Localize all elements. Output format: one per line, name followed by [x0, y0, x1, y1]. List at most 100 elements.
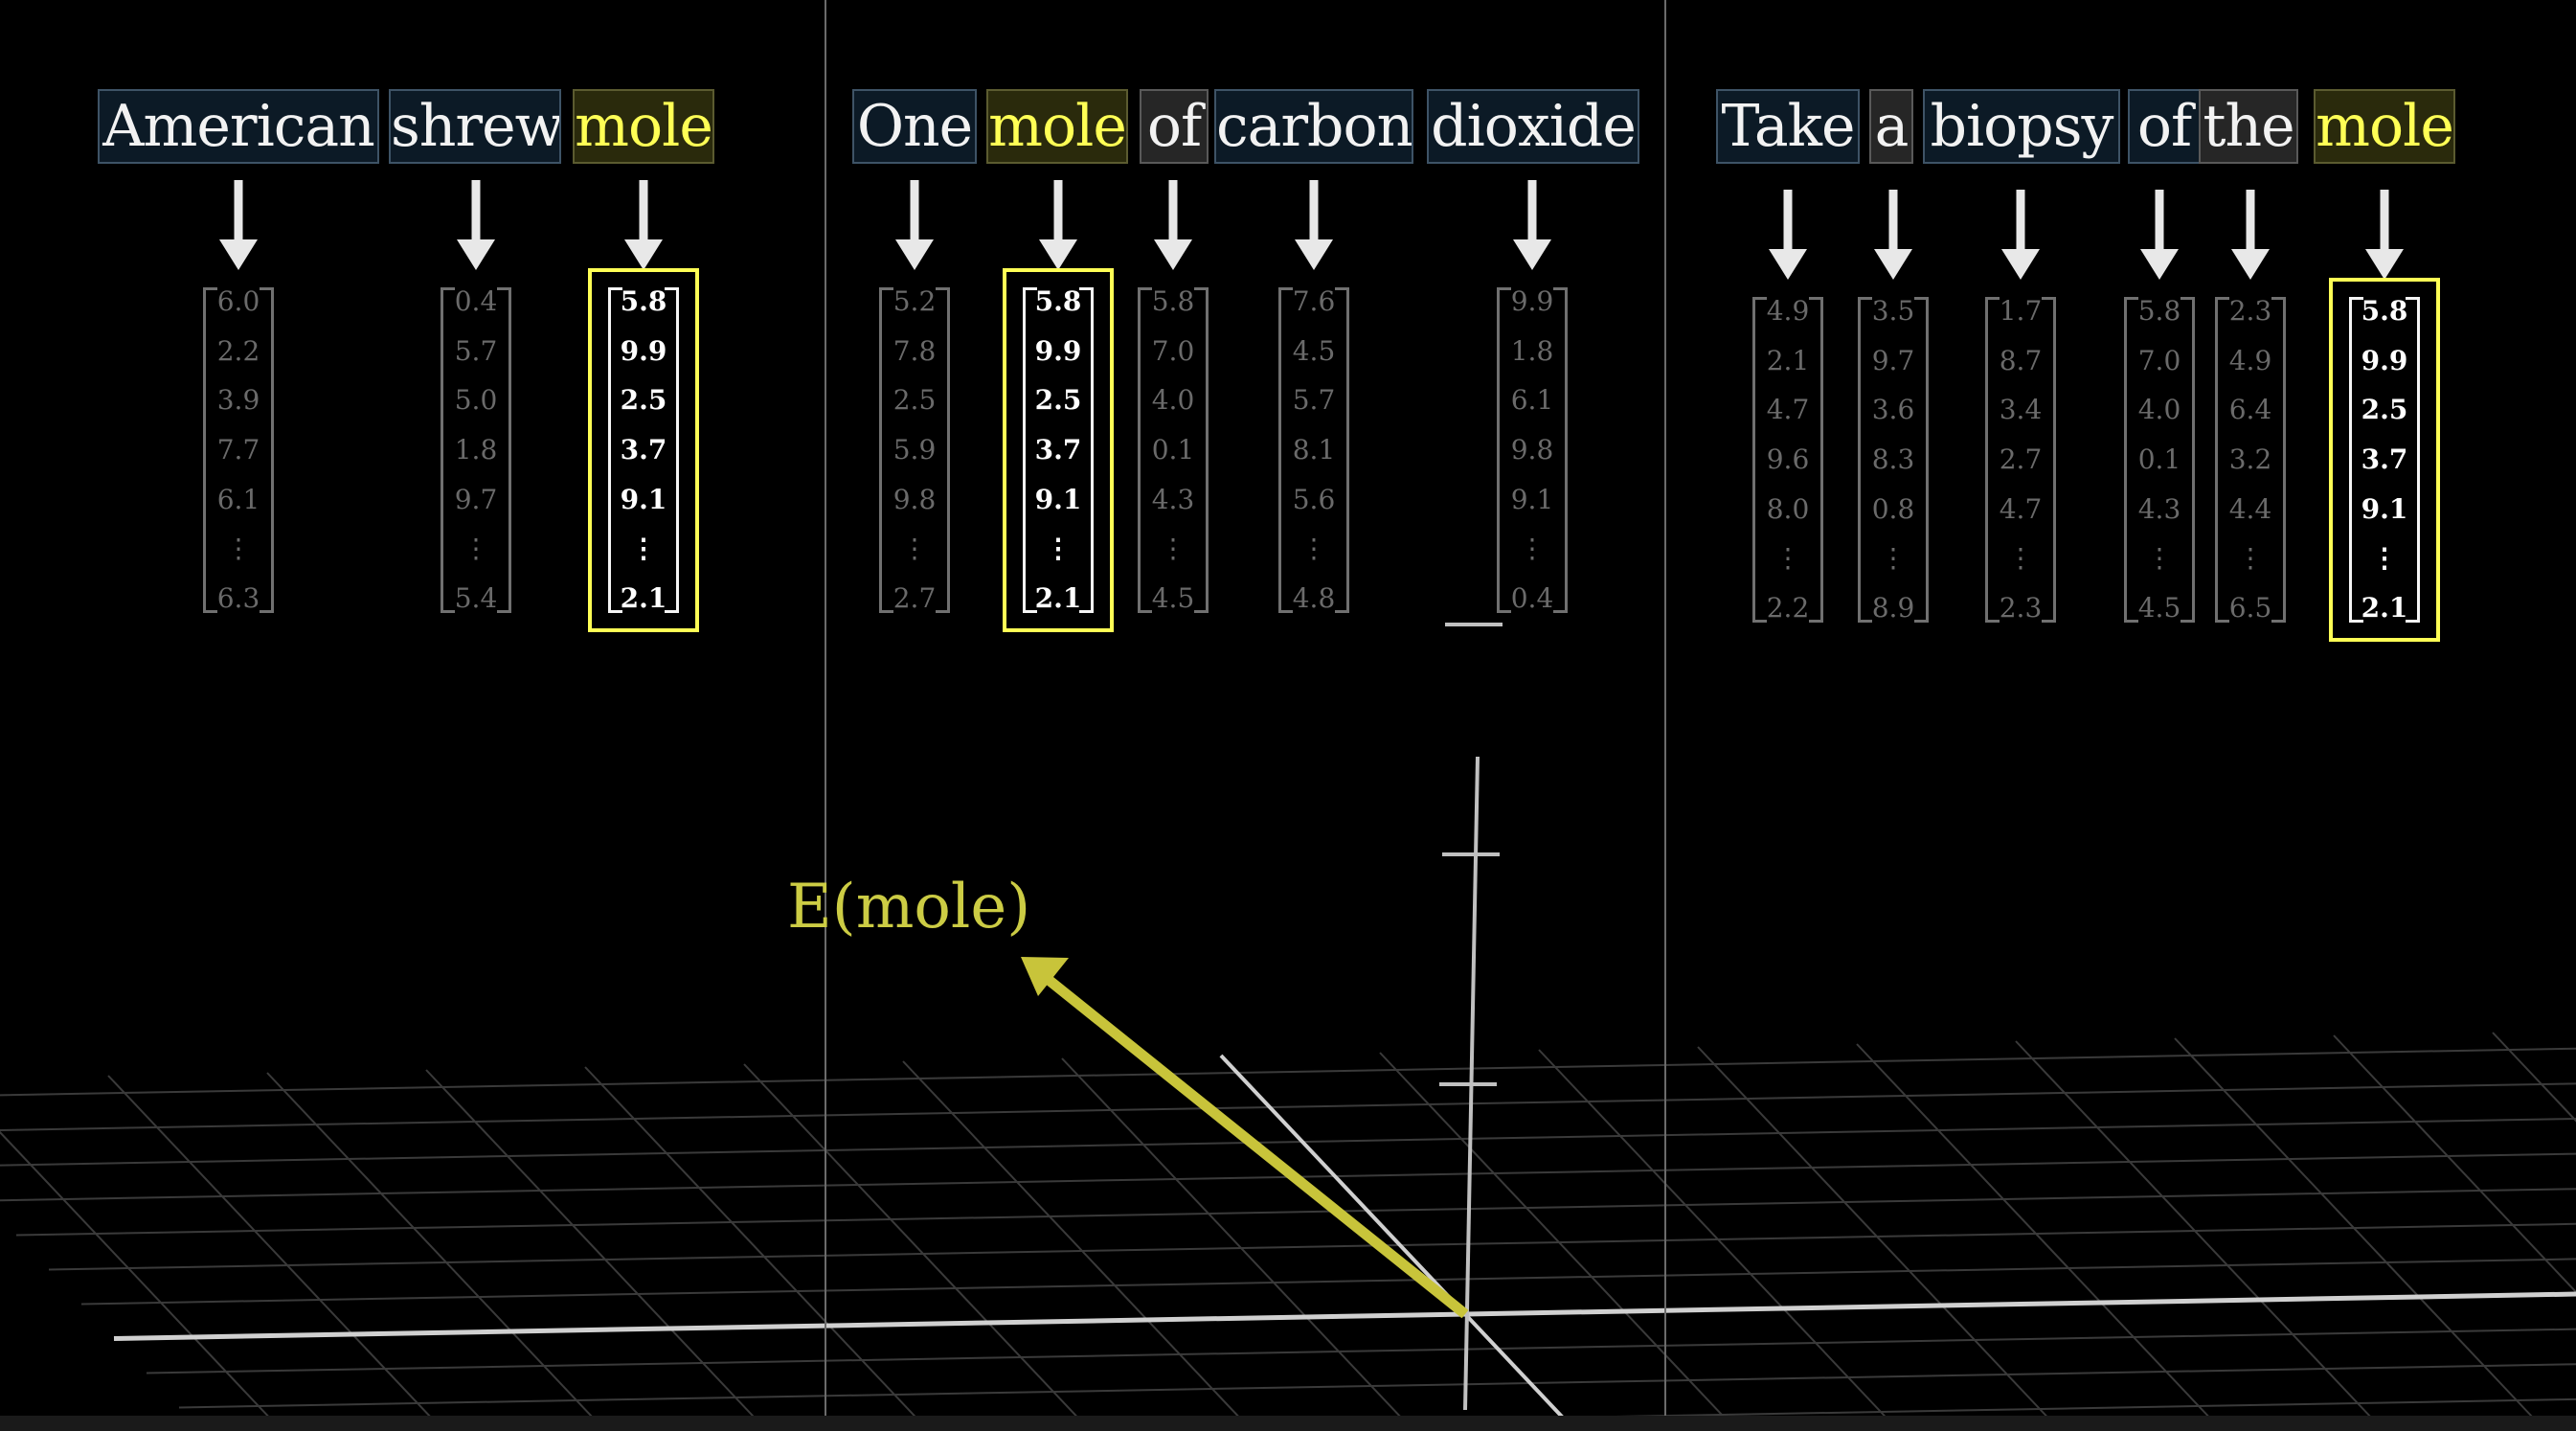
vector-entry: 5.8 [1034, 285, 1082, 317]
token-arrow [1039, 180, 1077, 270]
embedding-label: E(mole) [787, 872, 1031, 943]
grid-line [425, 1069, 769, 1431]
token-arrow [1769, 190, 1807, 280]
vector-entry: ⋮ [225, 533, 252, 564]
vector-entry: 5.9 [893, 434, 937, 466]
bracket-left [1497, 287, 1511, 613]
vector-entry: 6.3 [216, 582, 260, 614]
token-of: of [1140, 89, 1209, 164]
token-arrow [2365, 190, 2404, 280]
token-american: American [98, 89, 379, 164]
vector-entry: ⋮ [2371, 542, 2398, 574]
vector-entry: 5.8 [2137, 295, 2181, 327]
vector-entry: 9.9 [620, 335, 667, 367]
grid-line [743, 1063, 1093, 1431]
vector-entry: 4.3 [1151, 484, 1195, 515]
grid-line [1061, 1057, 1415, 1431]
bottom-bar [0, 1416, 2576, 1431]
bracket-right [2406, 297, 2420, 623]
vector-entry: 7.8 [893, 335, 937, 367]
bracket-right [1079, 287, 1094, 613]
vector-entry: 4.0 [1151, 384, 1195, 416]
bracket-left [1985, 297, 2000, 623]
bracket-right [1335, 287, 1349, 613]
vector-entry: 5.7 [454, 335, 498, 367]
vector-entry: 5.2 [893, 285, 937, 317]
vector-entry: 3.2 [2228, 443, 2272, 475]
bracket-right [1914, 297, 1929, 623]
vector-entry: 9.1 [1510, 484, 1554, 515]
vector-entry: 8.1 [1292, 434, 1336, 466]
vector-entry: ⋮ [1045, 533, 1072, 564]
vector-entry: 4.5 [1151, 582, 1195, 614]
grid-line [1697, 1046, 2057, 1427]
vector-entry: 9.1 [620, 484, 667, 515]
vector-entry: 0.4 [1510, 582, 1554, 614]
vector-entry: 9.7 [1871, 345, 1915, 376]
vector-entry: 3.9 [216, 384, 260, 416]
token-a: a [1869, 89, 1913, 164]
token-dioxide: dioxide [1427, 89, 1639, 164]
vector-entry: ⋮ [463, 533, 489, 564]
bracket-left [203, 287, 217, 613]
vector-entry: 4.8 [1292, 582, 1336, 614]
bracket-right [497, 287, 511, 613]
vector-entry: 5.4 [454, 582, 498, 614]
bracket-left [1752, 297, 1767, 623]
vector-entry: ⋮ [2146, 542, 2173, 574]
token-the: the [2199, 89, 2298, 164]
vector-entry: 4.5 [1292, 335, 1336, 367]
bracket-right [2271, 297, 2286, 623]
vector-entry: 8.9 [1871, 592, 1915, 624]
vector-entry: 8.3 [1871, 443, 1915, 475]
vector-entry: 9.8 [1510, 434, 1554, 466]
bracket-right [1553, 287, 1568, 613]
grid-line [2174, 1037, 2534, 1419]
token-arrow [1154, 180, 1192, 270]
grid-line [0, 1130, 283, 1431]
vector-entry: 6.5 [2228, 592, 2272, 624]
token-arrow [624, 180, 663, 270]
vector-entry: 7.7 [216, 434, 260, 466]
token-take: Take [1716, 89, 1860, 164]
vector-entry: 7.6 [1292, 285, 1336, 317]
vector-entry: 9.6 [1766, 443, 1810, 475]
vector-entry: ⋮ [901, 533, 928, 564]
vector-entry: 2.7 [893, 582, 937, 614]
token-arrow [895, 180, 934, 270]
grid-line [266, 1072, 607, 1431]
vector-entry: 5.8 [2361, 295, 2408, 327]
vector-entry: 5.8 [620, 285, 667, 317]
selected-vector-highlight-box [2329, 278, 2440, 642]
vector-entry: ⋮ [630, 533, 657, 564]
token-arrow [457, 180, 495, 270]
vector-entry: 3.6 [1871, 394, 1915, 425]
vector-entry: 2.5 [2361, 394, 2408, 425]
vector-entry: 2.1 [1766, 345, 1810, 376]
bracket-left [2215, 297, 2229, 623]
vector-entry: 2.5 [1034, 384, 1082, 416]
vector-entry: 2.5 [893, 384, 937, 416]
vector-entry: 3.4 [1999, 394, 2043, 425]
vector-entry: 4.9 [1766, 295, 1810, 327]
token-biopsy: biopsy [1923, 89, 2120, 164]
vector-entry: 5.0 [454, 384, 498, 416]
vector-entry: 2.7 [1999, 443, 2043, 475]
panel-divider-left [825, 0, 826, 1418]
token-one: One [852, 89, 977, 164]
vector-entry: 9.8 [893, 484, 937, 515]
vector-entry: 0.4 [454, 285, 498, 317]
vector-entry: 3.7 [2361, 443, 2408, 475]
token-arrow [219, 180, 258, 270]
vector-entry: 4.9 [2228, 345, 2272, 376]
vector-entry: 4.4 [2228, 493, 2272, 525]
vector-entry: 0.8 [1871, 493, 1915, 525]
